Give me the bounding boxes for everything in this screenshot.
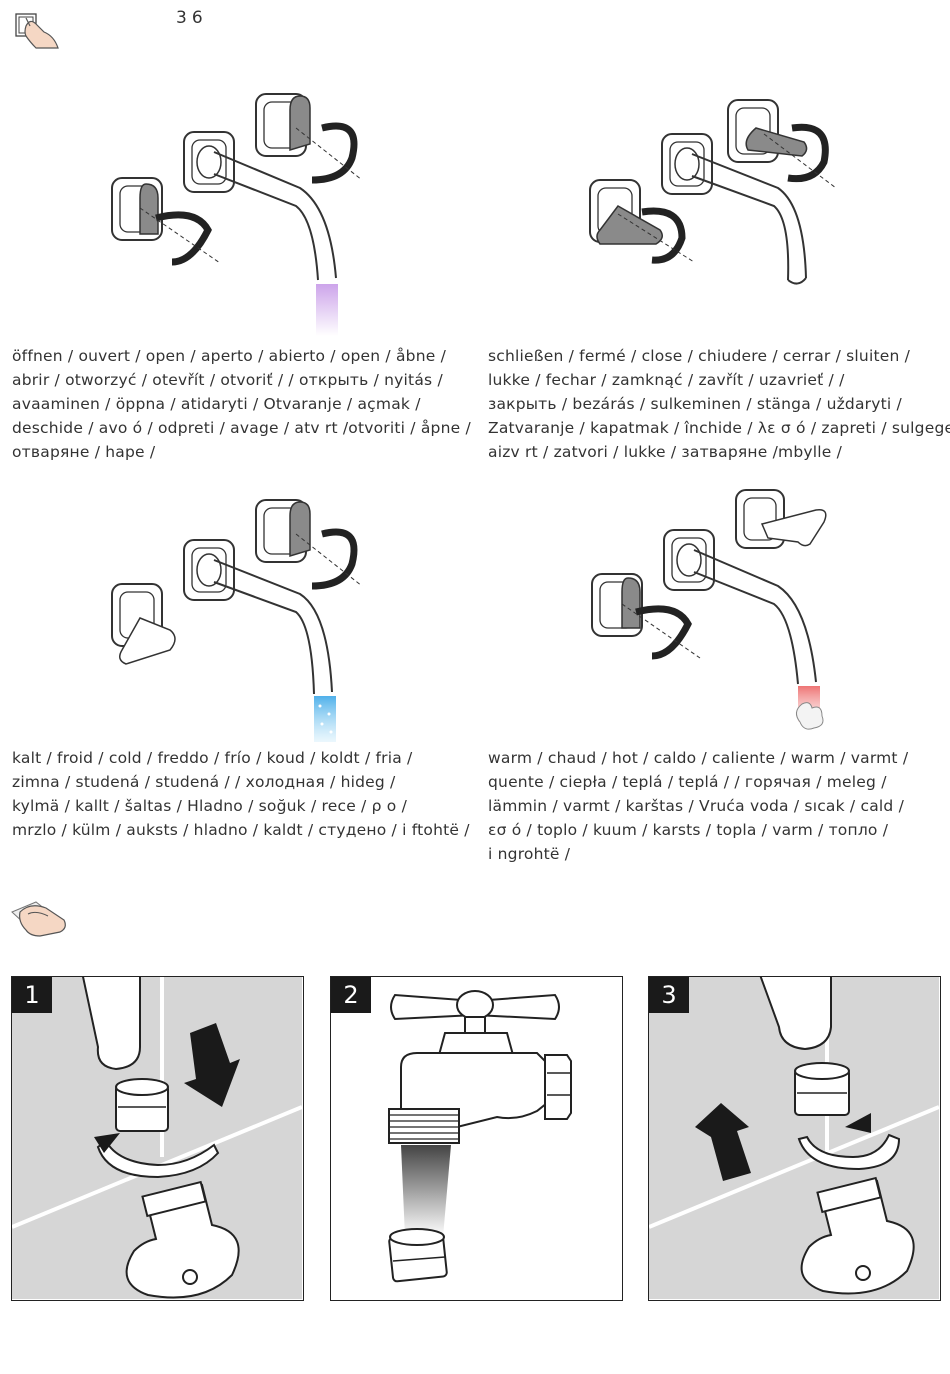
faucet-open-illustration [100, 88, 390, 338]
hand-wipe-icon [10, 898, 70, 944]
caption-warm: warm / chaud / hot / caldo / caliente / … [488, 746, 908, 866]
caption-line: abrir / otworzyć / otevřít / otvoriť / /… [12, 371, 443, 389]
step-number: 3 [649, 977, 689, 1013]
caption-line: lukke / fechar / zamknąć / zavřít / uzav… [488, 371, 845, 389]
faucet-cold-illustration [100, 492, 390, 742]
caption-line: quente / ciepła / teplá / teplá / / горя… [488, 773, 887, 791]
caption-line: deschide / avo ό / odpreti / avage / atv… [12, 419, 471, 437]
caption-line: kylmä / kallt / šaltas / Hladno / soğuk … [12, 797, 408, 815]
caption-line: schließen / fermé / close / chiudere / c… [488, 347, 911, 365]
caption-line: warm / chaud / hot / caldo / caliente / … [488, 749, 909, 767]
step-panel-2: 2 [330, 976, 623, 1301]
step-number: 2 [331, 977, 371, 1013]
step-number: 1 [12, 977, 52, 1013]
caption-open: öffnen / ouvert / open / aperto / abiert… [12, 344, 471, 464]
faucet-warm-illustration [578, 486, 868, 746]
caption-line: öffnen / ouvert / open / aperto / abiert… [12, 347, 447, 365]
caption-line: zimna / studená / studená / / холодная /… [12, 773, 396, 791]
caption-line: mrzlo / külm / auksts / hladno / kaldt /… [12, 821, 470, 839]
caption-line: lämmin / varmt / karštas / Vruća voda / … [488, 797, 904, 815]
caption-line: закрыть / bezárás / sulkeminen / stänga … [488, 395, 902, 413]
caption-line: отваряне / hape / [12, 443, 156, 461]
caption-close: schließen / fermé / close / chiudere / c… [488, 344, 950, 464]
step-panel-3: 3 [648, 976, 941, 1301]
caption-line: kalt / froid / cold / freddo / frío / ko… [12, 749, 413, 767]
page-number: 36 [176, 8, 208, 28]
faucet-close-illustration [578, 88, 868, 318]
hand-touch-icon [14, 10, 64, 54]
caption-line: avaaminen / öppna / atidaryti / Otvaranj… [12, 395, 421, 413]
caption-cold: kalt / froid / cold / freddo / frío / ko… [12, 746, 470, 842]
caption-line: aizv rt / zatvori / lukke / затваряне /m… [488, 443, 843, 461]
step-panel-1: 1 [11, 976, 304, 1301]
caption-line: Zatvaranje / kapatmak / închide / λε σ ό… [488, 419, 950, 437]
caption-line: i ngrohtë / [488, 845, 571, 863]
caption-line: εσ ό / toplo / kuum / karsts / topla / v… [488, 821, 889, 839]
